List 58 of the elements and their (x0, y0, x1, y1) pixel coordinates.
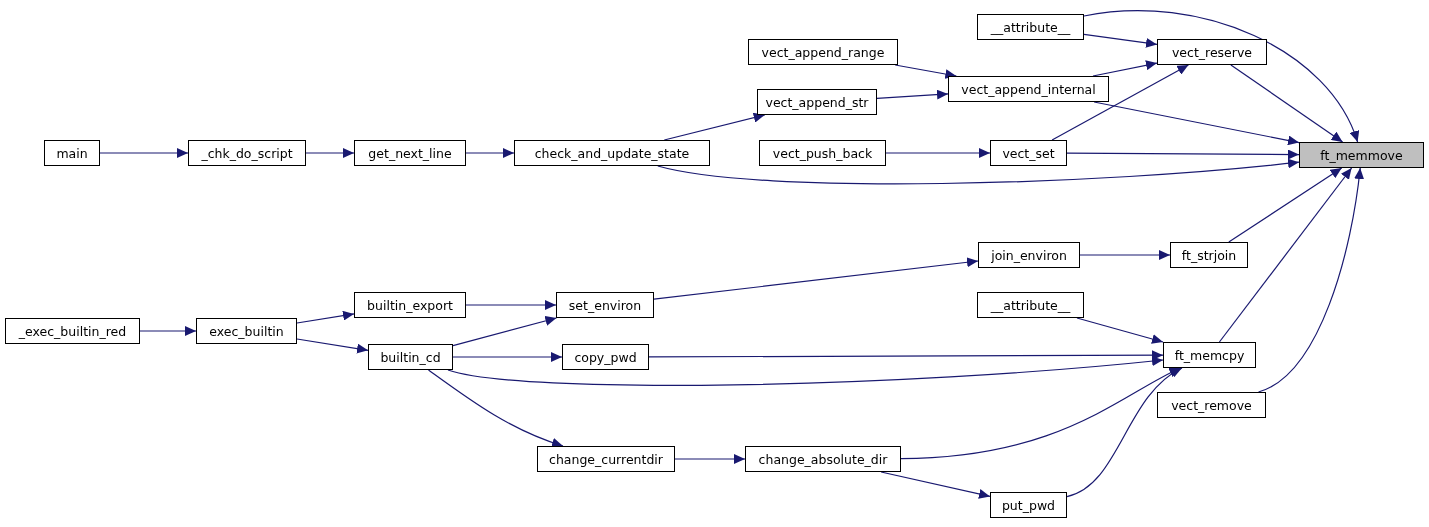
function-box: get_next_line (354, 140, 466, 166)
function-box: ft_memcpy (1163, 342, 1256, 368)
arrow (663, 112, 766, 141)
function-box: join_environ (978, 242, 1080, 268)
arrow (885, 148, 991, 158)
arrow (648, 350, 1164, 361)
function-box: change_absolute_dir (745, 446, 901, 472)
function-box: __attribute__ (977, 14, 1084, 40)
function-box: vect_append_range (748, 39, 898, 65)
arrow (452, 352, 563, 362)
function-box: change_currentdir (537, 446, 675, 472)
function-box: vect_remove (1157, 392, 1266, 418)
arrow (1228, 167, 1343, 243)
function-box: exec_builtin (196, 318, 297, 344)
function-box: vect_push_back (759, 140, 886, 166)
arrow (296, 310, 355, 324)
arrow (674, 454, 746, 464)
arrow (1257, 167, 1364, 393)
function-box: __attribute__ (977, 292, 1084, 318)
arrow (1093, 101, 1300, 146)
function-box: _exec_builtin_red (5, 318, 140, 344)
arrow (1051, 64, 1189, 141)
arrow (1083, 10, 1359, 143)
arrow (452, 316, 557, 347)
function-box: vect_append_str (757, 89, 877, 115)
function-box: copy_pwd (562, 344, 649, 370)
function-box: builtin_export (354, 292, 466, 318)
arrow (880, 471, 991, 499)
arrow (447, 356, 1164, 386)
arrow (1083, 33, 1158, 48)
arrow (653, 257, 979, 300)
arrow (876, 89, 949, 100)
arrow (99, 148, 189, 158)
arrow (139, 326, 197, 336)
function-box: put_pwd (990, 492, 1067, 518)
arrow (427, 369, 564, 448)
function-box: ft_strjoin (1170, 242, 1248, 268)
arrow (1230, 64, 1344, 143)
function-box: vect_reserve (1157, 39, 1267, 65)
arrow (296, 338, 369, 354)
arrow (1079, 250, 1171, 260)
function-box: builtin_cd (368, 344, 453, 370)
arrow (657, 158, 1300, 185)
function-box: set_environ (556, 292, 654, 318)
function-box: main (44, 140, 100, 166)
arrow (1076, 317, 1164, 344)
function-box: vect_append_internal (948, 76, 1109, 102)
arrow (305, 148, 355, 158)
arrow (1066, 149, 1300, 160)
arrow (1218, 167, 1353, 343)
function-box: check_and_update_state (514, 140, 710, 166)
arrow (1066, 367, 1183, 498)
arrow (465, 148, 515, 158)
arrow (1092, 60, 1158, 77)
arrow (465, 300, 557, 310)
function-box: ft_memmove (1299, 142, 1424, 168)
function-box: _chk_do_script (188, 140, 306, 166)
function-box: vect_set (990, 140, 1067, 166)
